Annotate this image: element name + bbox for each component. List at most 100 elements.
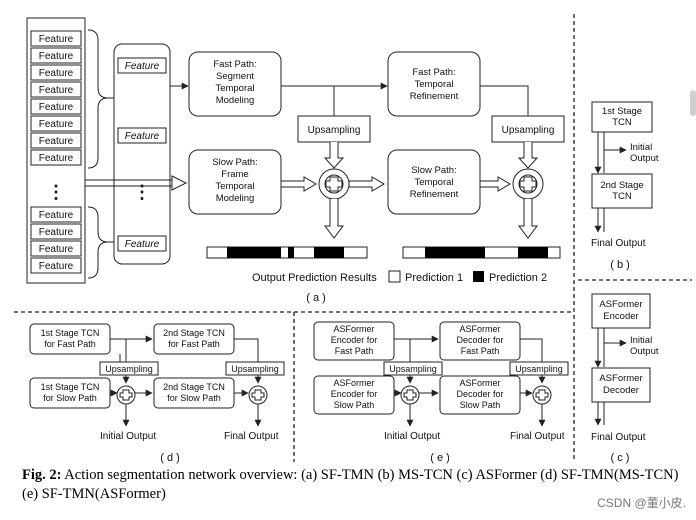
fast-segment-line: Fast Path: [213, 59, 256, 70]
e-bl-line: ASFormer [333, 378, 374, 388]
feature-box-3 [117, 235, 167, 252]
d-tl-line: 1st Stage TCN [41, 328, 100, 338]
e-br-box [439, 375, 521, 415]
legend-label-1: Prediction 1 [405, 272, 463, 284]
c-initial-line: Output [630, 346, 659, 357]
legend-swatch-2 [473, 271, 484, 282]
c-decoder-line: Decoder [603, 385, 639, 396]
upsampling-box-1 [297, 115, 371, 143]
fast-refine-box [387, 51, 481, 117]
d-bl-line: 1st Stage TCN [41, 382, 100, 392]
e-tl-line: Encoder for [331, 335, 378, 345]
slow-refine-line: Refinement [410, 189, 459, 200]
combiner-1-to-slow-refine-arrow [348, 176, 385, 192]
b-stage1-line: 1st Stage [602, 106, 642, 117]
output-bar-1-seg-b [288, 247, 294, 258]
feature-box-2-label: Feature [125, 131, 160, 142]
combiner-2-down-arrow [518, 199, 538, 239]
figure-caption: Fig. 2: Action segmentation network over… [22, 466, 692, 504]
panel-d-label: ( d ) [160, 452, 180, 464]
scroll-handle[interactable] [690, 90, 696, 116]
feature-row-label: Feature [39, 85, 74, 96]
panel-a: FeatureFeatureFeatureFeatureFeatureFeatu… [26, 17, 565, 304]
b-initial-line: Output [630, 153, 659, 164]
brace-bottom [87, 206, 109, 279]
slow-refine-line: Slow Path: [411, 165, 456, 176]
feature-row-label: Feature [39, 244, 74, 255]
feature-row-box [30, 115, 82, 132]
feature-row-label: Feature [39, 136, 74, 147]
d-initial-output: Initial Output [100, 431, 156, 442]
e-br-line: Slow Path [460, 400, 501, 410]
feature-column [113, 43, 171, 265]
panel-a-label: ( a ) [306, 292, 326, 304]
e-upsampling-2-label: Upsampling [515, 364, 563, 374]
d-upsampling-2-label: Upsampling [231, 364, 279, 374]
feature-row-box [30, 206, 82, 223]
e-tr-box [439, 321, 521, 361]
fast-segment-box [188, 51, 282, 117]
e-tr-line: ASFormer [459, 324, 500, 334]
d-br-line: 2nd Stage TCN [163, 382, 225, 392]
feature-row-box [30, 132, 82, 149]
combiner-1-plus-icon [325, 176, 343, 192]
c-decoder-line: ASFormer [599, 373, 642, 384]
b-stage1-line: TCN [612, 117, 632, 128]
e-tr-line: Decoder for [456, 335, 503, 345]
b-final-output: Final Output [591, 238, 646, 249]
feature-row-box [30, 223, 82, 240]
c-encoder-line: Encoder [603, 311, 638, 322]
fast-refine-to-upsample-2-line [480, 85, 529, 116]
b-stage2-box [591, 173, 653, 209]
feature-row-box [30, 64, 82, 81]
slow-frame-line: Slow Path: [212, 157, 257, 168]
feature-rows: FeatureFeatureFeatureFeatureFeatureFeatu… [30, 30, 82, 274]
c-decoder-box [591, 367, 651, 403]
feature-row-box [30, 81, 82, 98]
d-br-line: for Slow Path [167, 393, 221, 403]
feature-box-3-label: Feature [125, 239, 160, 250]
fast-refine-line: Temporal [414, 79, 453, 90]
feature-row-label: Feature [39, 68, 74, 79]
upsampling-2-label: Upsampling [502, 125, 555, 136]
e-combiner-2-plus-icon [535, 389, 549, 401]
feature-column-ellipsis: ⋮ [133, 182, 151, 202]
feature-row-label: Feature [39, 153, 74, 164]
e-bl-line: Slow Path [334, 400, 375, 410]
slow-frame-line: Temporal [215, 181, 254, 192]
slow-refine-to-combiner-2-arrow [479, 176, 511, 192]
slow-frame-line: Modeling [216, 193, 255, 204]
d-combiner-1-plus-icon [119, 389, 133, 401]
e-initial-output: Initial Output [384, 431, 440, 442]
csdn-watermark: CSDN @董小皮. [597, 496, 686, 510]
legend-label-2: Prediction 2 [489, 272, 547, 284]
feature-row-label: Feature [39, 51, 74, 62]
c-encoder-box [591, 293, 651, 329]
d-final-output: Final Output [224, 431, 279, 442]
e-upsampling-1 [383, 361, 443, 376]
e-tr-line: Fast Path [461, 346, 500, 356]
output-bar-1-seg-c [314, 247, 344, 258]
brace-top [87, 29, 109, 169]
feature-row-box [30, 98, 82, 115]
feature-row-box [30, 257, 82, 274]
d-bl-line: for Slow Path [43, 393, 97, 403]
d-upsampling-2 [225, 361, 285, 376]
fast-refine-line: Refinement [410, 91, 459, 102]
feature-row-label: Feature [39, 102, 74, 113]
